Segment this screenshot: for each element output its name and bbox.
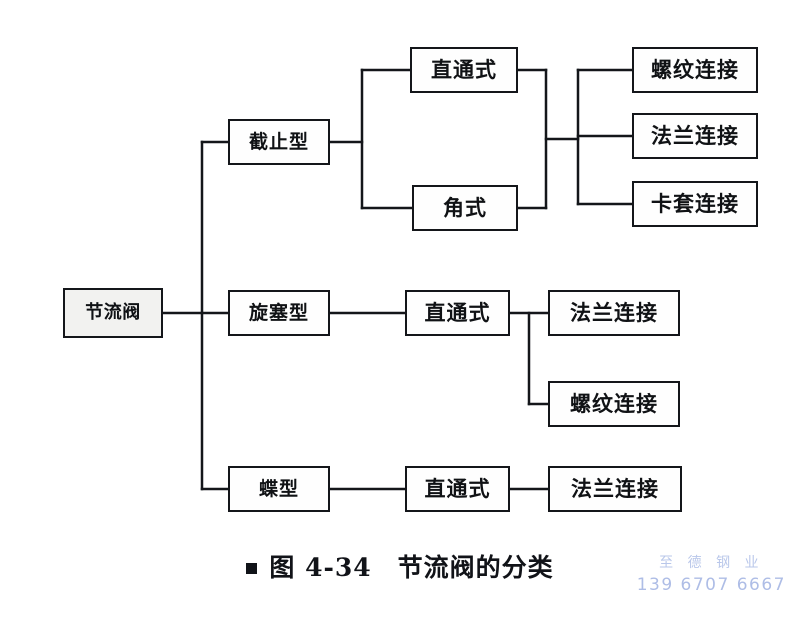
node-label: 法兰连接 — [571, 476, 659, 501]
node-diexing-falanlianjie[interactable]: 法兰连接 — [548, 466, 682, 512]
node-label: 蝶型 — [258, 477, 299, 500]
node-jiezhi-luowenlianjie[interactable]: 螺纹连接 — [632, 47, 758, 93]
node-label: 卡套连接 — [651, 191, 739, 216]
node-jiezhixing[interactable]: 截止型 — [228, 119, 330, 165]
caption-bullet-icon — [246, 563, 258, 574]
node-label: 法兰连接 — [570, 300, 658, 325]
node-xuansaixing[interactable]: 旋塞型 — [228, 290, 330, 336]
node-jiezhi-kataolianjie[interactable]: 卡套连接 — [632, 181, 758, 227]
node-label: 直通式 — [424, 300, 491, 325]
caption-figure-number: 图 4-34 — [269, 553, 372, 582]
node-root-jieliufa[interactable]: 节流阀 — [63, 288, 163, 338]
node-jiezhixing-zhitongshi[interactable]: 直通式 — [410, 47, 518, 93]
node-jiezhi-falanlianjie[interactable]: 法兰连接 — [632, 113, 758, 159]
node-label: 直通式 — [431, 57, 497, 82]
node-label: 节流阀 — [85, 302, 141, 323]
node-xuansaixing-zhitongshi[interactable]: 直通式 — [405, 290, 510, 336]
node-diexing-zhitongshi[interactable]: 直通式 — [405, 466, 510, 512]
node-label: 角式 — [443, 195, 487, 220]
node-label: 法兰连接 — [651, 123, 739, 148]
node-jiezhixing-jiaoshi[interactable]: 角式 — [412, 185, 518, 231]
node-label: 旋塞型 — [248, 301, 309, 324]
node-xuansai-falanlianjie[interactable]: 法兰连接 — [548, 290, 680, 336]
node-xuansai-luowenlianjie[interactable]: 螺纹连接 — [548, 381, 680, 427]
node-diexing[interactable]: 蝶型 — [228, 466, 330, 512]
node-label: 直通式 — [424, 476, 491, 501]
node-label: 螺纹连接 — [651, 57, 739, 82]
figure-caption: 图 4-34 节流阀的分类 — [0, 548, 800, 584]
caption-title: 节流阀的分类 — [397, 553, 554, 582]
node-label: 截止型 — [248, 130, 309, 153]
node-label: 螺纹连接 — [570, 391, 658, 416]
